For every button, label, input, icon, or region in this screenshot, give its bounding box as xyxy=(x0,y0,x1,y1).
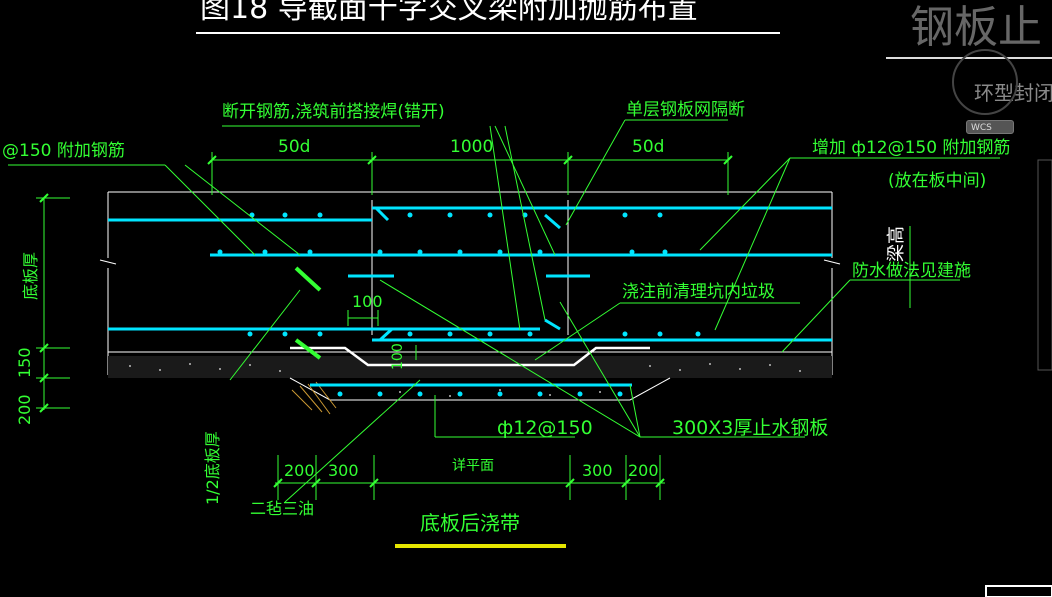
label-felt-oil: 二毡三油 xyxy=(250,499,314,518)
dim-100-vertical: 100 xyxy=(390,343,406,370)
dim-left-50d: 50d xyxy=(278,137,310,157)
label-left-rebar: @150 附加钢筋 xyxy=(2,141,125,161)
plate-slash-marks xyxy=(294,266,322,360)
dimension-ticks xyxy=(39,155,733,488)
dim-bottom-200-right: 200 xyxy=(628,461,659,480)
hatch-lines xyxy=(291,381,337,415)
dim-100: 100 xyxy=(352,292,383,311)
watermark-text: 钢板止 xyxy=(910,2,1042,53)
view-cube-ring xyxy=(952,49,1018,115)
label-half-slab: 1/2底板厚 xyxy=(203,431,222,505)
dim-right-50d: 50d xyxy=(632,137,664,157)
slab-outline xyxy=(99,191,841,375)
dim-mid-1000: 1000 xyxy=(450,137,493,157)
label-middle-of-slab: (放在板中间) xyxy=(888,171,986,191)
label-rebar-spec: ф12@150 xyxy=(497,417,593,439)
rebar-dots xyxy=(217,212,701,397)
waterproof-layer xyxy=(290,346,650,367)
label-steel-plate: 300X3厚止水钢板 xyxy=(672,417,828,439)
label-clean-pit: 浇注前清理坑内垃圾 xyxy=(622,282,775,302)
label-broken-rebar: 断开钢筋,浇筑前搭接焊(错开) xyxy=(222,102,445,122)
dim-150: 150 xyxy=(15,347,34,378)
dim-200: 200 xyxy=(15,394,34,425)
wcs-badge[interactable]: WCS xyxy=(966,120,1014,134)
rebar-lines xyxy=(108,206,832,387)
label-waterproof: 防水做法见建施 xyxy=(852,261,971,281)
dim-bottom-300-left: 300 xyxy=(328,461,359,480)
label-see-plan: 详平面 xyxy=(452,458,494,474)
label-beam-height: 梁高 xyxy=(886,226,907,262)
section-title: 底板后浇带 xyxy=(420,511,520,535)
navigation-bar[interactable] xyxy=(1037,159,1052,371)
leader-lines xyxy=(8,119,1000,503)
cushion-layer xyxy=(108,356,832,378)
label-add-rebar: 增加 ф12@150 附加钢筋 xyxy=(812,138,1010,158)
label-single-mesh: 单层钢板网隔断 xyxy=(626,100,745,120)
viewport-corner xyxy=(985,585,1052,597)
drawing-title: 图18 导截面十字交叉梁附加抛筋布置 xyxy=(200,0,698,26)
dim-bottom-200-left: 200 xyxy=(284,461,315,480)
label-slab-thick: 底板厚 xyxy=(21,252,40,300)
dim-bottom-300-right: 300 xyxy=(582,461,613,480)
watermark-subtext: 环型封闭 xyxy=(974,81,1052,105)
pit-outline xyxy=(289,377,671,401)
dimension-lines xyxy=(36,152,729,500)
cushion-dots xyxy=(129,363,801,397)
